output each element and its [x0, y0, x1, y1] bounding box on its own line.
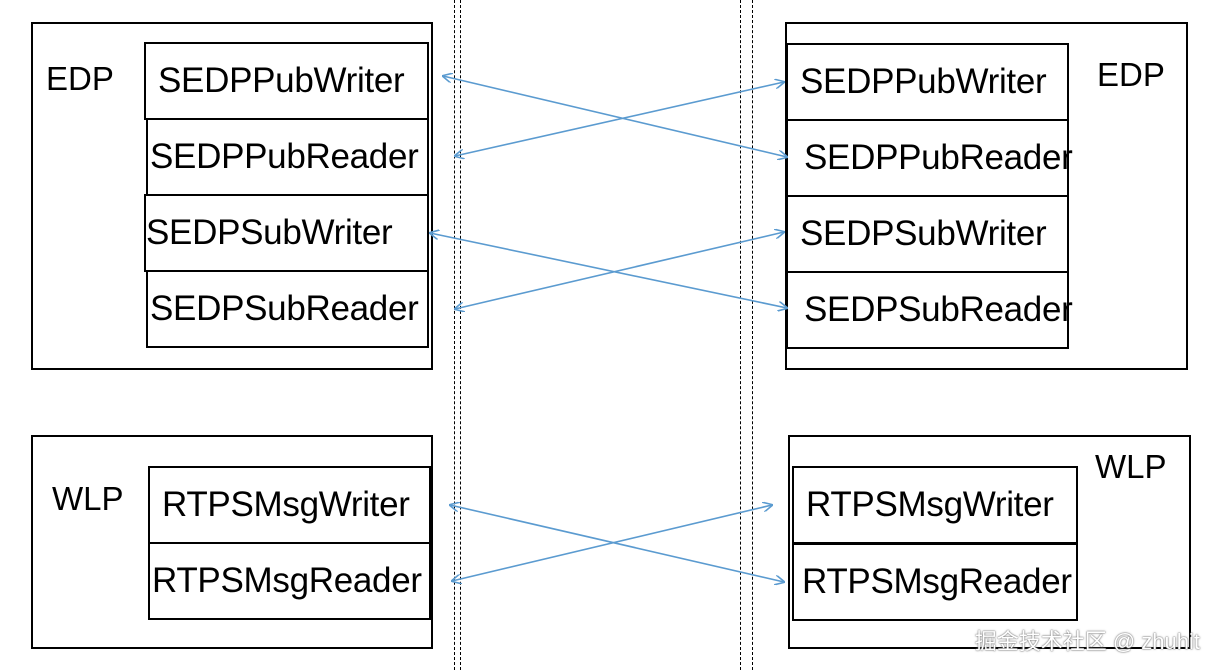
left-sedp-pub-writer: SEDPPubWriter	[144, 42, 429, 120]
right-rtps-msg-writer-label: RTPSMsgWriter	[806, 485, 1054, 524]
left-separator-line-2	[460, 0, 461, 670]
right-sedp-pub-reader: SEDPPubReader	[786, 119, 1073, 197]
left-sedp-pub-reader-label: SEDPPubReader	[150, 137, 419, 176]
right-sedp-pub-reader-label: SEDPPubReader	[804, 138, 1073, 177]
watermark: 掘金技术社区 @ zhuhit	[974, 629, 1200, 654]
right-sedp-pub-writer: SEDPPubWriter	[786, 43, 1069, 121]
left-rtps-msg-reader-label: RTPSMsgReader	[152, 561, 422, 600]
right-sedp-sub-reader: SEDPSubReader	[786, 271, 1073, 349]
left-sedp-pub-reader: SEDPPubReader	[146, 118, 429, 196]
right-rtps-msg-reader: RTPSMsgReader	[792, 543, 1078, 621]
right-sedp-sub-writer-label: SEDPSubWriter	[800, 214, 1047, 253]
right-sedp-pub-writer-label: SEDPPubWriter	[800, 62, 1047, 101]
left-sedp-pub-writer-label: SEDPPubWriter	[158, 61, 405, 100]
right-sedp-sub-reader-label: SEDPSubReader	[804, 290, 1073, 329]
connection-arrow-4	[455, 232, 784, 309]
left-rtps-msg-writer: RTPSMsgWriter	[148, 466, 431, 544]
right-wlp-group	[788, 435, 1191, 649]
left-edp-title: EDP	[46, 60, 114, 97]
right-wlp-title: WLP	[1095, 448, 1167, 485]
left-separator-line-1	[454, 0, 455, 670]
right-separator-line-1	[740, 0, 741, 670]
connection-arrow-2	[455, 82, 784, 156]
connection-arrow-6	[452, 505, 772, 581]
left-sedp-sub-writer: SEDPSubWriter	[144, 194, 429, 272]
right-edp-title: EDP	[1097, 56, 1165, 93]
connection-arrow-1	[443, 76, 787, 157]
right-sedp-sub-writer: SEDPSubWriter	[786, 195, 1069, 273]
left-edp-group	[31, 22, 433, 370]
right-rtps-msg-reader-label: RTPSMsgReader	[802, 562, 1072, 601]
right-separator-line-2	[752, 0, 753, 670]
left-rtps-msg-reader: RTPSMsgReader	[148, 542, 431, 620]
left-wlp-title: WLP	[52, 480, 124, 517]
right-rtps-msg-writer: RTPSMsgWriter	[792, 466, 1078, 544]
connection-arrow-3	[430, 233, 787, 308]
connection-arrow-5	[450, 505, 784, 582]
left-sedp-sub-writer-label: SEDPSubWriter	[146, 213, 393, 252]
left-sedp-sub-reader: SEDPSubReader	[146, 270, 429, 348]
left-sedp-sub-reader-label: SEDPSubReader	[150, 289, 419, 328]
left-wlp-group	[31, 435, 433, 649]
left-rtps-msg-writer-label: RTPSMsgWriter	[162, 485, 410, 524]
